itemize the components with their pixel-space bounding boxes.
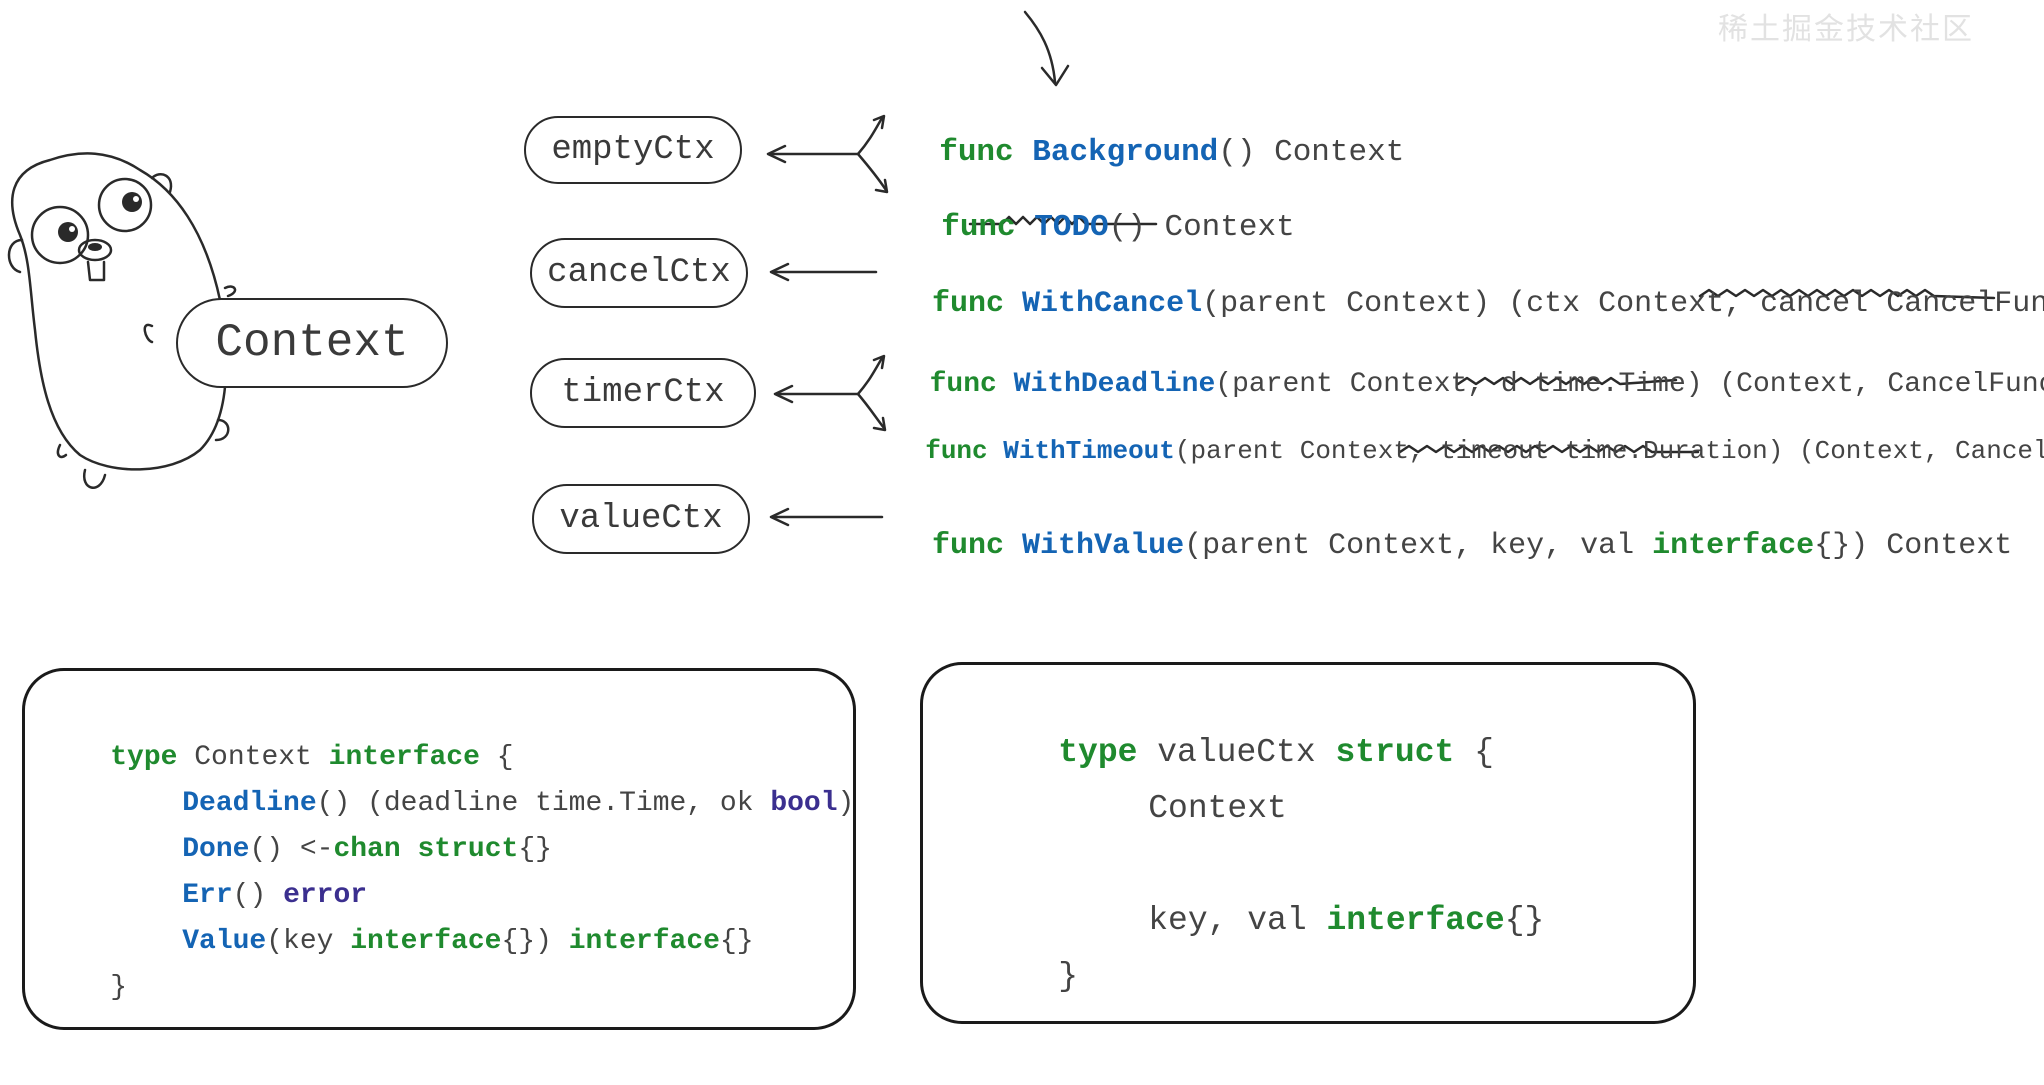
sig-background: func Background() Context: [902, 100, 1404, 170]
braces: {}: [1504, 902, 1545, 939]
func-rest: (parent Context, d time.Time) (Context, …: [1215, 369, 2044, 400]
sig-with-value: func WithValue(parent Context, key, val …: [896, 495, 2012, 563]
code-line-value: Value(key interface{}) interface{}: [115, 895, 754, 988]
func-name: TODO: [1034, 210, 1109, 245]
close-paren: ): [837, 788, 855, 819]
deadline-underline: [1456, 376, 1678, 386]
code-line-deadline: Deadline() (deadline time.Time, ok bool): [115, 757, 854, 850]
type-name: valueCtx: [1137, 734, 1336, 771]
func-keyword: func: [939, 135, 1014, 170]
func-rest: (parent Context, key, val: [1184, 529, 1653, 563]
interface-keyword: interface: [1652, 529, 1815, 563]
struct-keyword: struct: [417, 834, 519, 865]
timeout-underline: [1398, 444, 1700, 454]
top-arrow: [1023, 10, 1057, 84]
field-names: key, val: [1148, 902, 1327, 939]
value-ctx-label: valueCtx: [559, 500, 723, 538]
func-rest: (parent Context, timeout time.Duration) …: [1174, 436, 2044, 466]
value-ctx-struct-box: type valueCtx struct { Context key, val …: [920, 662, 1696, 1024]
method-rest: () (deadline time.Time, ok: [316, 788, 771, 819]
bool-type: bool: [770, 788, 838, 819]
code-line-close: }: [43, 941, 127, 1034]
cancel-ctx-pill: cancelCtx: [530, 238, 748, 308]
close-brace: }: [1058, 958, 1079, 995]
chan-keyword: chan: [333, 834, 401, 865]
value-ctx-pill: valueCtx: [532, 484, 750, 554]
braces: {}: [719, 926, 754, 957]
open-brace: {: [479, 742, 514, 773]
func-keyword: func: [932, 529, 1005, 563]
code-line-1: type Context interface {: [43, 711, 514, 804]
timer-ctx-pill: timerCtx: [530, 358, 756, 428]
method-rest-2: {}): [501, 926, 569, 957]
interface-keyword: interface: [328, 742, 480, 773]
gopher-context-label: Context: [215, 317, 409, 369]
gopher-illustration: [7, 152, 237, 489]
empty-ctx-label: emptyCtx: [551, 131, 715, 169]
sig-todo: func TODO() Context: [904, 175, 1295, 245]
todo-underline: [968, 215, 1158, 226]
method-rest: (key: [266, 926, 351, 957]
method-name: Err: [182, 880, 233, 911]
embedded-context: Context: [1148, 790, 1287, 827]
gopher-context-pill: Context: [176, 298, 448, 388]
space: [401, 834, 418, 865]
func-name: WithTimeout: [1003, 436, 1175, 466]
open-brace: {: [1454, 734, 1494, 771]
empty-ctx-pill: emptyCtx: [524, 116, 742, 184]
type-keyword: type: [110, 742, 178, 773]
func-keyword: func: [941, 210, 1016, 245]
code-line-err: Err() error: [115, 849, 367, 942]
type-keyword: type: [1058, 734, 1138, 771]
braces: {}: [518, 834, 552, 865]
method-name: Done: [182, 834, 250, 865]
func-name: WithValue: [1022, 529, 1185, 563]
func-rest: () Context: [1108, 210, 1295, 245]
context-interface-box: type Context interface { Deadline() (dea…: [22, 668, 856, 1030]
cancel-ctx-label: cancelCtx: [547, 254, 731, 292]
func-keyword: func: [932, 287, 1005, 321]
interface-keyword-2: interface: [568, 926, 720, 957]
func-name: WithDeadline: [1013, 369, 1216, 400]
method-name: Value: [182, 926, 267, 957]
sig-with-timeout: func WithTimeout(parent Context, timeout…: [894, 406, 2044, 466]
watermark-text: 稀土掘金技术社区: [1718, 12, 1974, 47]
interface-keyword: interface: [350, 926, 502, 957]
func-keyword: func: [925, 436, 988, 466]
sig-with-cancel: func WithCancel(parent Context) (ctx Con…: [896, 253, 2044, 321]
method-rest: () <-: [249, 834, 334, 865]
cancel-underline: [1698, 288, 1996, 300]
func-keyword: func: [929, 369, 997, 400]
code-line-done: Done() <-chan struct{}: [115, 803, 552, 896]
func-name: WithCancel: [1022, 287, 1203, 321]
method-rest: (): [232, 880, 284, 911]
sig-with-deadline: func WithDeadline(parent Context, d time…: [896, 338, 2044, 400]
code-line-fields: key, val interface{}: [1069, 865, 1544, 976]
type-name: Context: [177, 742, 329, 773]
close-brace: }: [110, 972, 128, 1003]
interface-keyword: interface: [1326, 902, 1505, 939]
code-line-embed: Context: [1069, 753, 1287, 864]
struct-keyword: struct: [1335, 734, 1455, 771]
error-type: error: [283, 880, 368, 911]
method-name: Deadline: [182, 788, 317, 819]
func-rest: () Context: [1218, 135, 1405, 170]
func-name: Background: [1032, 135, 1219, 170]
timer-ctx-label: timerCtx: [561, 374, 725, 412]
func-rest-end: {}) Context: [1814, 529, 2013, 563]
code-line-close: }: [979, 921, 1078, 1032]
func-rest: (parent Context) (ctx Context, cancel Ca…: [1202, 287, 2044, 321]
code-line-1: type valueCtx struct {: [979, 697, 1494, 808]
